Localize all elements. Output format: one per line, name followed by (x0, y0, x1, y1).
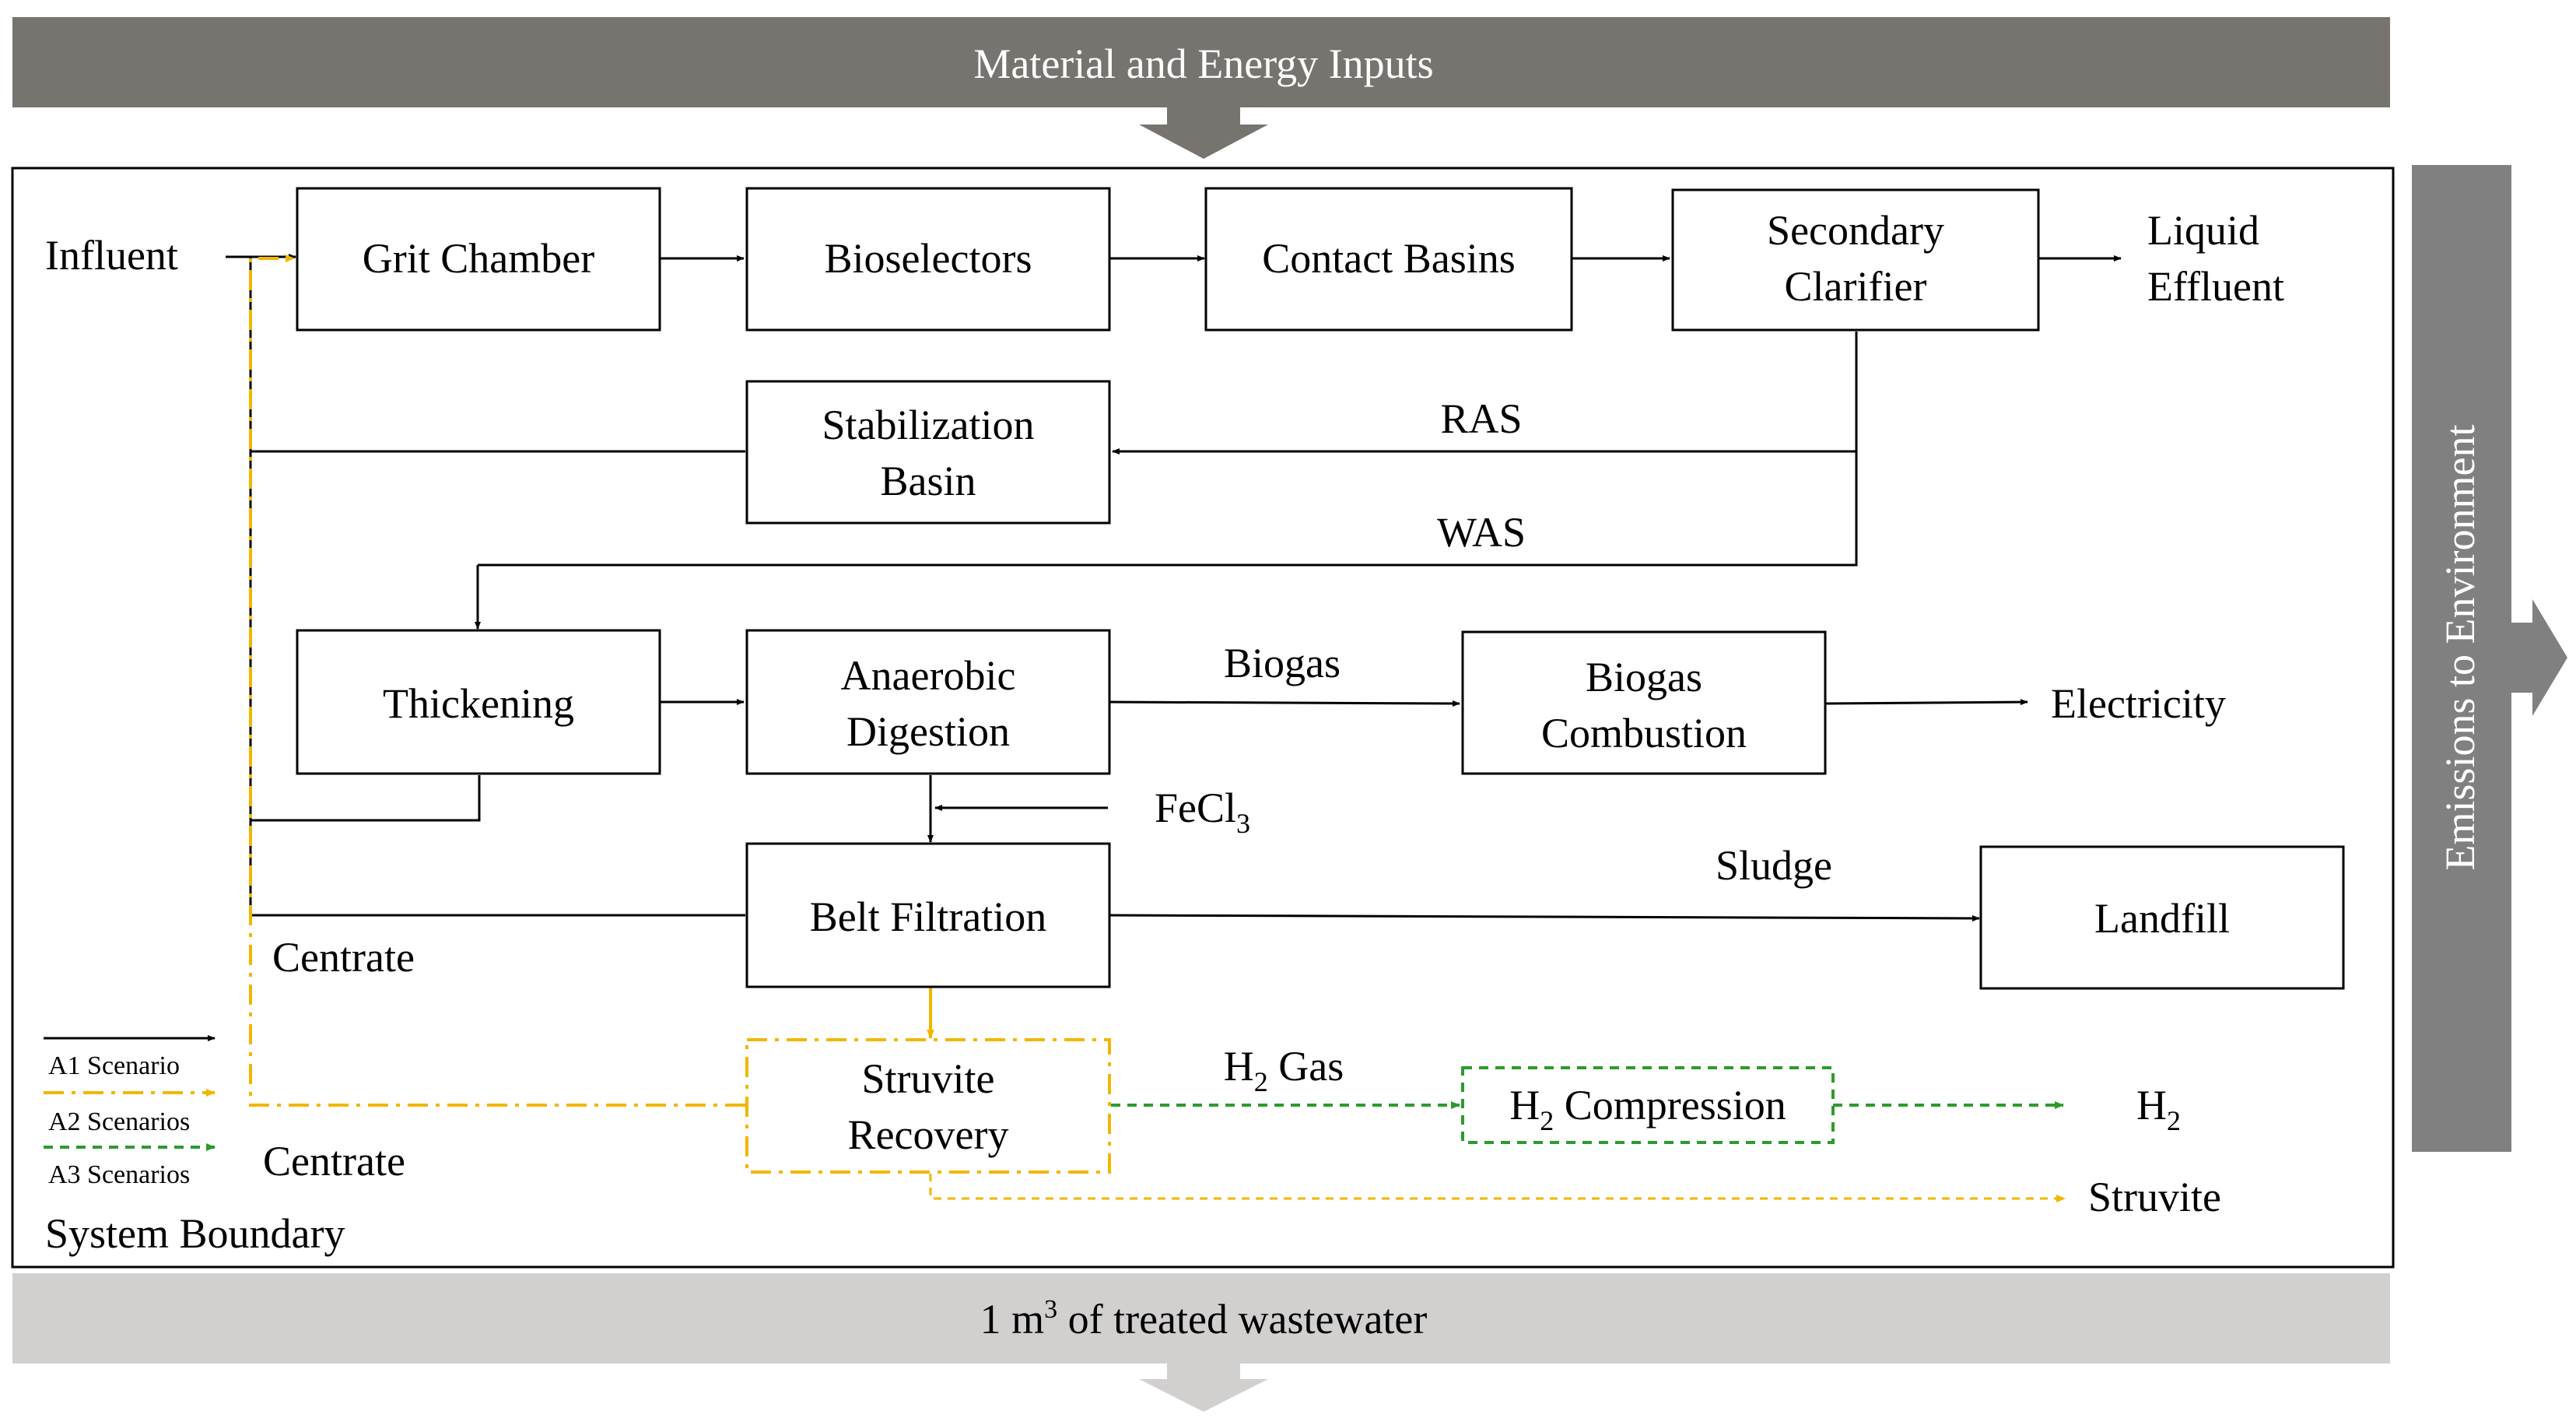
h2-gas-sub: 2 (1254, 1066, 1268, 1097)
a2-struvite-product (929, 1174, 2066, 1202)
liquid-effluent-label-1: Liquid (2147, 207, 2259, 254)
biogas-combustion-label-2: Combustion (1541, 710, 1747, 756)
grit-chamber-label: Grit Chamber (363, 235, 594, 282)
fecl3-main: FeCl (1155, 784, 1236, 831)
h2-compression-h: H (1509, 1082, 1540, 1128)
secondary-clarifier-label-2: Clarifier (1785, 263, 1927, 310)
legend-a3-label: A3 Scenarios (48, 1160, 190, 1189)
h2-gas-label: H2 Gas (1224, 1043, 1344, 1097)
struvite-recovery-box: Struvite Recovery (745, 1038, 1111, 1174)
a1-flow-lines (226, 254, 2122, 921)
arrow-combustion-to-electricity (1824, 699, 2028, 706)
contact-basins-label: Contact Basins (1262, 235, 1515, 282)
stabilization-basin-box: Stabilization Basin (745, 380, 1111, 525)
centrate-label-1: Centrate (272, 934, 415, 981)
anaerobic-digestion-box: Anaerobic Digestion (745, 629, 1111, 775)
arrow-sludge-to-landfill (1109, 914, 1980, 921)
h2-compression-rest: Compression (1554, 1082, 1786, 1128)
struvite-recovery-label-2: Recovery (848, 1111, 1009, 1158)
secondary-clarifier-label-1: Secondary (1767, 207, 1944, 254)
centrate-label-2: Centrate (263, 1138, 405, 1185)
landfill-label: Landfill (2094, 895, 2230, 942)
grit-chamber-box: Grit Chamber (296, 187, 661, 332)
functional-unit-suffix: of treated wastewater (1057, 1296, 1427, 1343)
bioselectors-label: Bioselectors (825, 235, 1032, 282)
functional-unit-sup: 3 (1044, 1295, 1057, 1324)
emissions-banner: Emissions to Environment (2412, 165, 2567, 1152)
anaerobic-digestion-label-1: Anaerobic (841, 652, 1016, 699)
struvite-output-label: Struvite (2088, 1174, 2221, 1220)
h2-output-h: H (2136, 1082, 2167, 1128)
a2-centrate-return (249, 254, 745, 1107)
scenario-legend: A1 Scenario A2 Scenarios A3 Scenarios (44, 1035, 216, 1189)
thickening-box: Thickening (296, 629, 661, 775)
contact-basins-box: Contact Basins (1204, 187, 1573, 332)
thickening-label: Thickening (383, 680, 574, 727)
bioselectors-box: Bioselectors (745, 187, 1111, 332)
legend-a2-label: A2 Scenarios (48, 1107, 190, 1136)
belt-filtration-label: Belt Filtration (810, 893, 1047, 940)
arrow-digestion-biogas (1109, 700, 1460, 707)
system-boundary-label: System Boundary (45, 1210, 345, 1257)
fecl3-label: FeCl3 (1155, 784, 1250, 839)
inputs-label: Material and Energy Inputs (973, 40, 1433, 87)
h2-output-label: H2 (2136, 1082, 2181, 1136)
secondary-clarifier-box: Secondary Clarifier (1671, 188, 2040, 332)
h2-gas-h: H (1224, 1043, 1254, 1090)
stabilization-basin-label-2: Basin (880, 458, 976, 504)
biogas-combustion-box: Biogas Combustion (1461, 630, 1827, 775)
biogas-label: Biogas (1224, 640, 1341, 686)
anaerobic-digestion-label-2: Digestion (846, 708, 1010, 755)
was-label: WAS (1437, 509, 1526, 556)
functional-unit-label: 1 m3 of treated wastewater (980, 1295, 1428, 1343)
material-energy-inputs-banner: Material and Energy Inputs (12, 17, 2390, 159)
functional-unit-banner: 1 m3 of treated wastewater (12, 1273, 2390, 1412)
emissions-label: Emissions to Environment (2437, 425, 2483, 871)
line-thickening-return (251, 775, 481, 822)
struvite-recovery-label-1: Struvite (862, 1055, 995, 1102)
fecl3-sub: 3 (1236, 808, 1250, 839)
line-clarifier-down (478, 332, 1858, 567)
influent-label: Influent (45, 232, 178, 279)
landfill-box: Landfill (1979, 845, 2345, 990)
ras-label: RAS (1440, 395, 1522, 442)
electricity-label: Electricity (2051, 680, 2226, 727)
h2-compression-box: H2 Compression (1461, 1066, 1835, 1144)
h2-compression-label: H2 Compression (1509, 1082, 1786, 1136)
a2-flow-lines (249, 254, 2066, 1202)
stabilization-basin-label-1: Stabilization (822, 402, 1035, 448)
h2-compression-sub: 2 (1540, 1105, 1554, 1136)
legend-a1-label: A1 Scenario (48, 1051, 180, 1080)
liquid-effluent-label-2: Effluent (2147, 263, 2284, 310)
biogas-combustion-label-1: Biogas (1586, 654, 1702, 700)
functional-unit-prefix: 1 m (980, 1296, 1045, 1343)
sludge-label: Sludge (1716, 842, 1832, 889)
system-boundary (11, 167, 2395, 1269)
h2-output-sub: 2 (2167, 1105, 2181, 1136)
belt-filtration-box: Belt Filtration (745, 842, 1111, 988)
h2-gas-rest: Gas (1268, 1043, 1344, 1090)
